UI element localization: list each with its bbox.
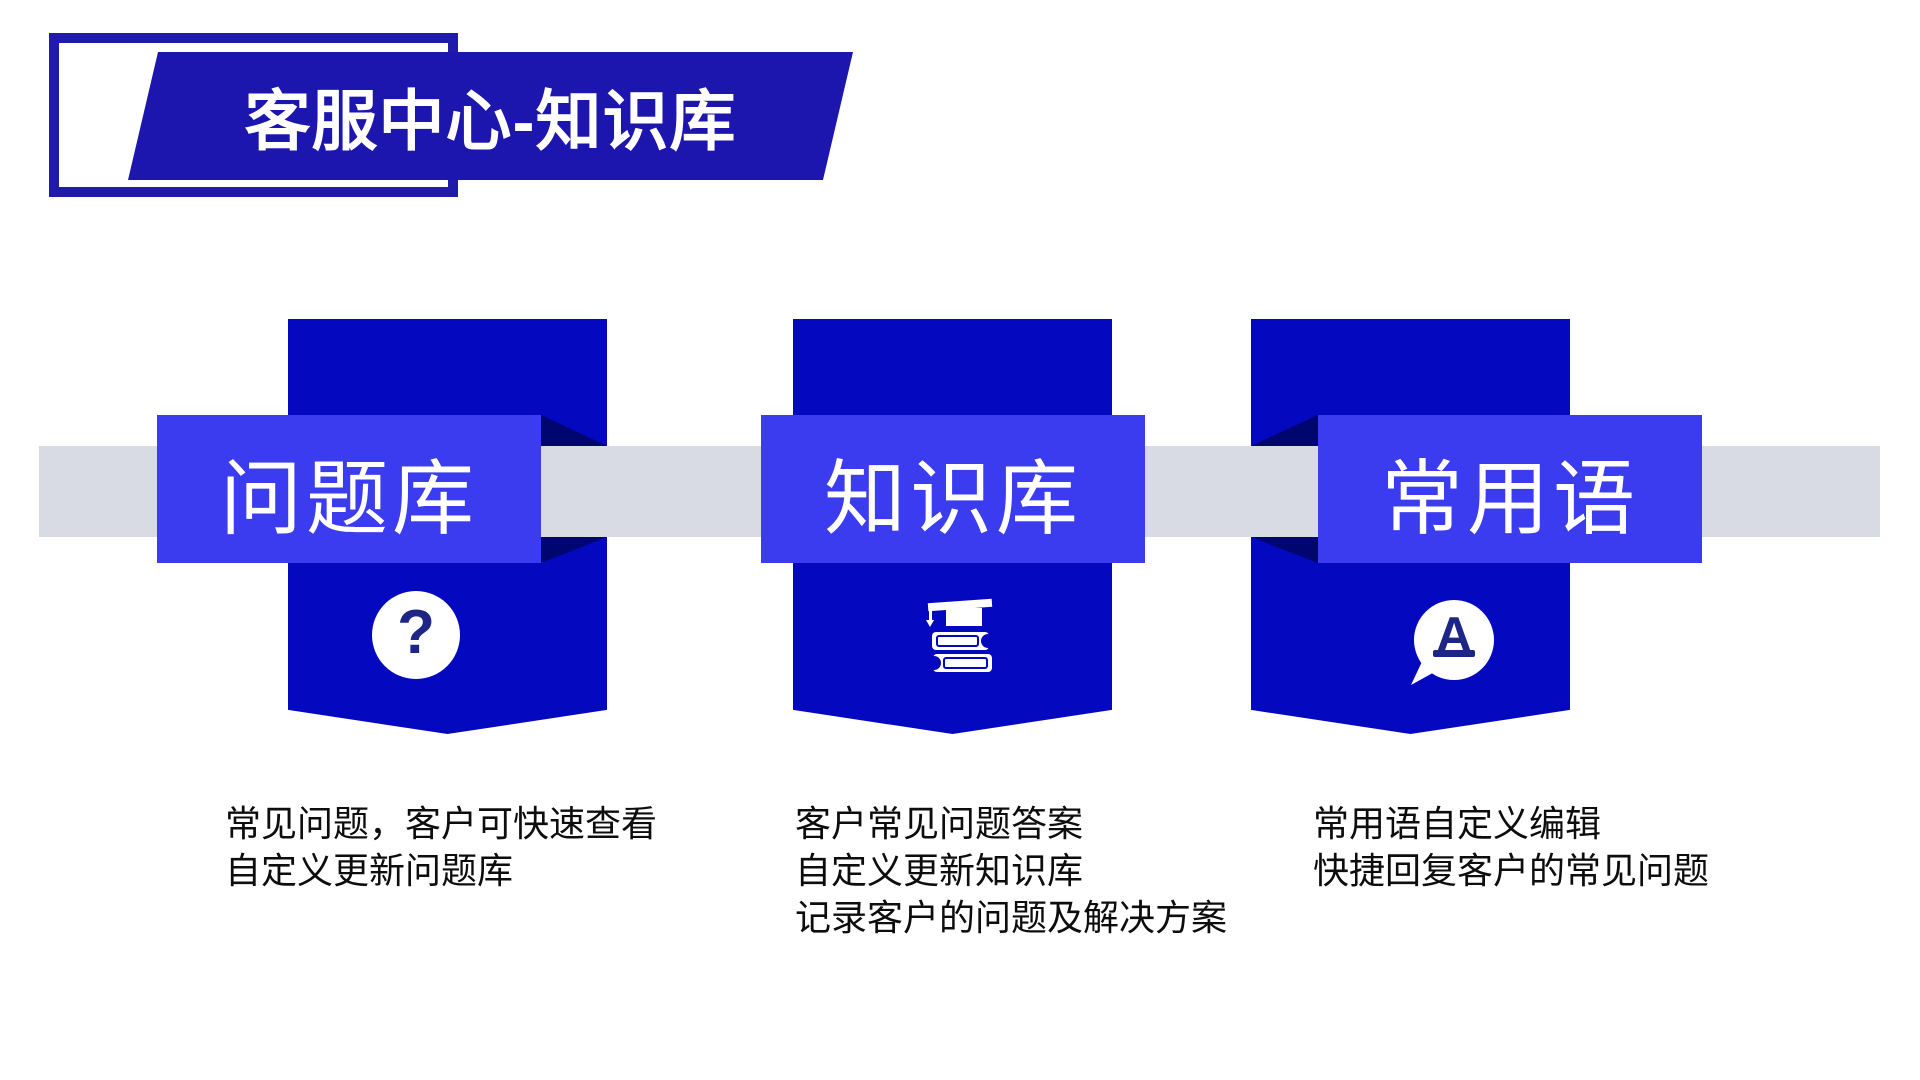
label-text: 问题库 — [219, 453, 478, 545]
tassel — [929, 607, 932, 620]
desc-line: 自定义更新问题库 — [225, 850, 514, 891]
question-mark-circle-icon: ? — [372, 591, 460, 679]
book-notch — [927, 656, 941, 670]
label-question-bank: 问题库 — [157, 415, 541, 563]
book-pages — [936, 635, 979, 647]
label-text: 常用语 — [1380, 453, 1639, 545]
tassel-tip — [926, 620, 934, 627]
book-top — [932, 632, 995, 650]
bubble-letter-underline — [1433, 650, 1475, 657]
book-notch — [981, 634, 995, 648]
desc-line: 常用语自定义编辑 — [1313, 803, 1602, 844]
chat-bubble-letter-icon: A — [1414, 600, 1494, 680]
book-bottom — [927, 654, 992, 672]
desc-line: 自定义更新知识库 — [795, 850, 1084, 891]
desc-line: 常见问题，客户可快速查看 — [225, 803, 658, 844]
label-knowledge-base: 知识库 — [761, 415, 1145, 563]
book-pages — [943, 657, 988, 669]
cap-base — [946, 608, 982, 626]
desc-line: 客户常见问题答案 — [795, 803, 1084, 844]
title-banner: 客服中心-知识库 — [128, 52, 853, 180]
desc-line: 快捷回复客户的常见问题 — [1313, 850, 1710, 891]
label-text: 知识库 — [823, 453, 1082, 545]
question-glyph: ? — [397, 597, 435, 667]
page-title: 客服中心-知识库 — [244, 84, 737, 158]
bubble-letter: A — [1435, 607, 1473, 663]
description-common-phrases: 常用语自定义编辑 快捷回复客户的常见问题 — [1313, 800, 1709, 894]
label-common-phrases: 常用语 — [1318, 415, 1702, 563]
description-knowledge-base: 客户常见问题答案 自定义更新知识库 记录客户的问题及解决方案 — [795, 800, 1227, 941]
description-question-bank: 常见问题，客户可快速查看 自定义更新问题库 — [225, 800, 657, 894]
desc-line: 记录客户的问题及解决方案 — [795, 897, 1228, 938]
